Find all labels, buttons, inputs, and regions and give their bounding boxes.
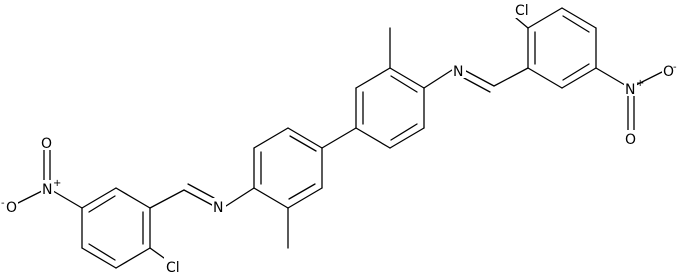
bond-cl: [149, 247, 165, 259]
bond: [561, 7, 597, 29]
bond: [253, 187, 289, 209]
negative-charge: -: [1, 198, 5, 209]
bond-inner: [288, 183, 316, 200]
bond-imine: [187, 183, 215, 199]
bond-inner: [390, 75, 418, 93]
bond: [287, 127, 323, 149]
positive-charge: +: [636, 78, 644, 89]
bonds-group: [15, 7, 663, 269]
bond: [115, 187, 151, 209]
bond: [389, 67, 425, 89]
nitro-nitrogen-label: N: [625, 82, 635, 98]
bond: [355, 67, 391, 89]
nitro-oxygen-label: O: [663, 64, 674, 80]
bond: [287, 187, 323, 209]
negative-charge: -: [673, 62, 677, 73]
nitro-oxygen-label: O: [625, 132, 636, 148]
bond: [149, 189, 185, 209]
imine-nitrogen-label: N: [213, 200, 223, 216]
nitro-oxygen-label: O: [41, 136, 52, 152]
bond-imine: [183, 189, 213, 206]
bond: [561, 67, 597, 89]
chlorine-label: Cl: [515, 3, 529, 19]
positive-charge: +: [53, 178, 61, 189]
bond: [355, 127, 391, 149]
bond: [225, 187, 255, 207]
bond: [527, 67, 563, 89]
bond: [423, 69, 453, 89]
nitro-oxygen-label: O: [6, 200, 17, 216]
bond-biaryl: [321, 127, 357, 149]
bond: [253, 127, 289, 149]
chlorine-label: Cl: [166, 260, 180, 276]
nitro-nitrogen-label: N: [42, 182, 52, 198]
bond-inner: [88, 195, 116, 213]
bond-inner: [562, 15, 590, 33]
bond-inner: [390, 123, 418, 141]
bond: [81, 247, 117, 269]
bond-inner: [88, 243, 116, 261]
bond-inner: [289, 135, 317, 152]
bond-cl: [515, 17, 529, 29]
bond: [389, 127, 425, 149]
bond: [527, 7, 563, 29]
bond: [115, 247, 151, 269]
bond: [81, 187, 117, 209]
bond-inner: [562, 63, 590, 81]
bond-imine: [465, 70, 495, 87]
imine-nitrogen-label: N: [453, 64, 463, 80]
bond-imine: [463, 77, 491, 93]
bond: [493, 67, 529, 87]
